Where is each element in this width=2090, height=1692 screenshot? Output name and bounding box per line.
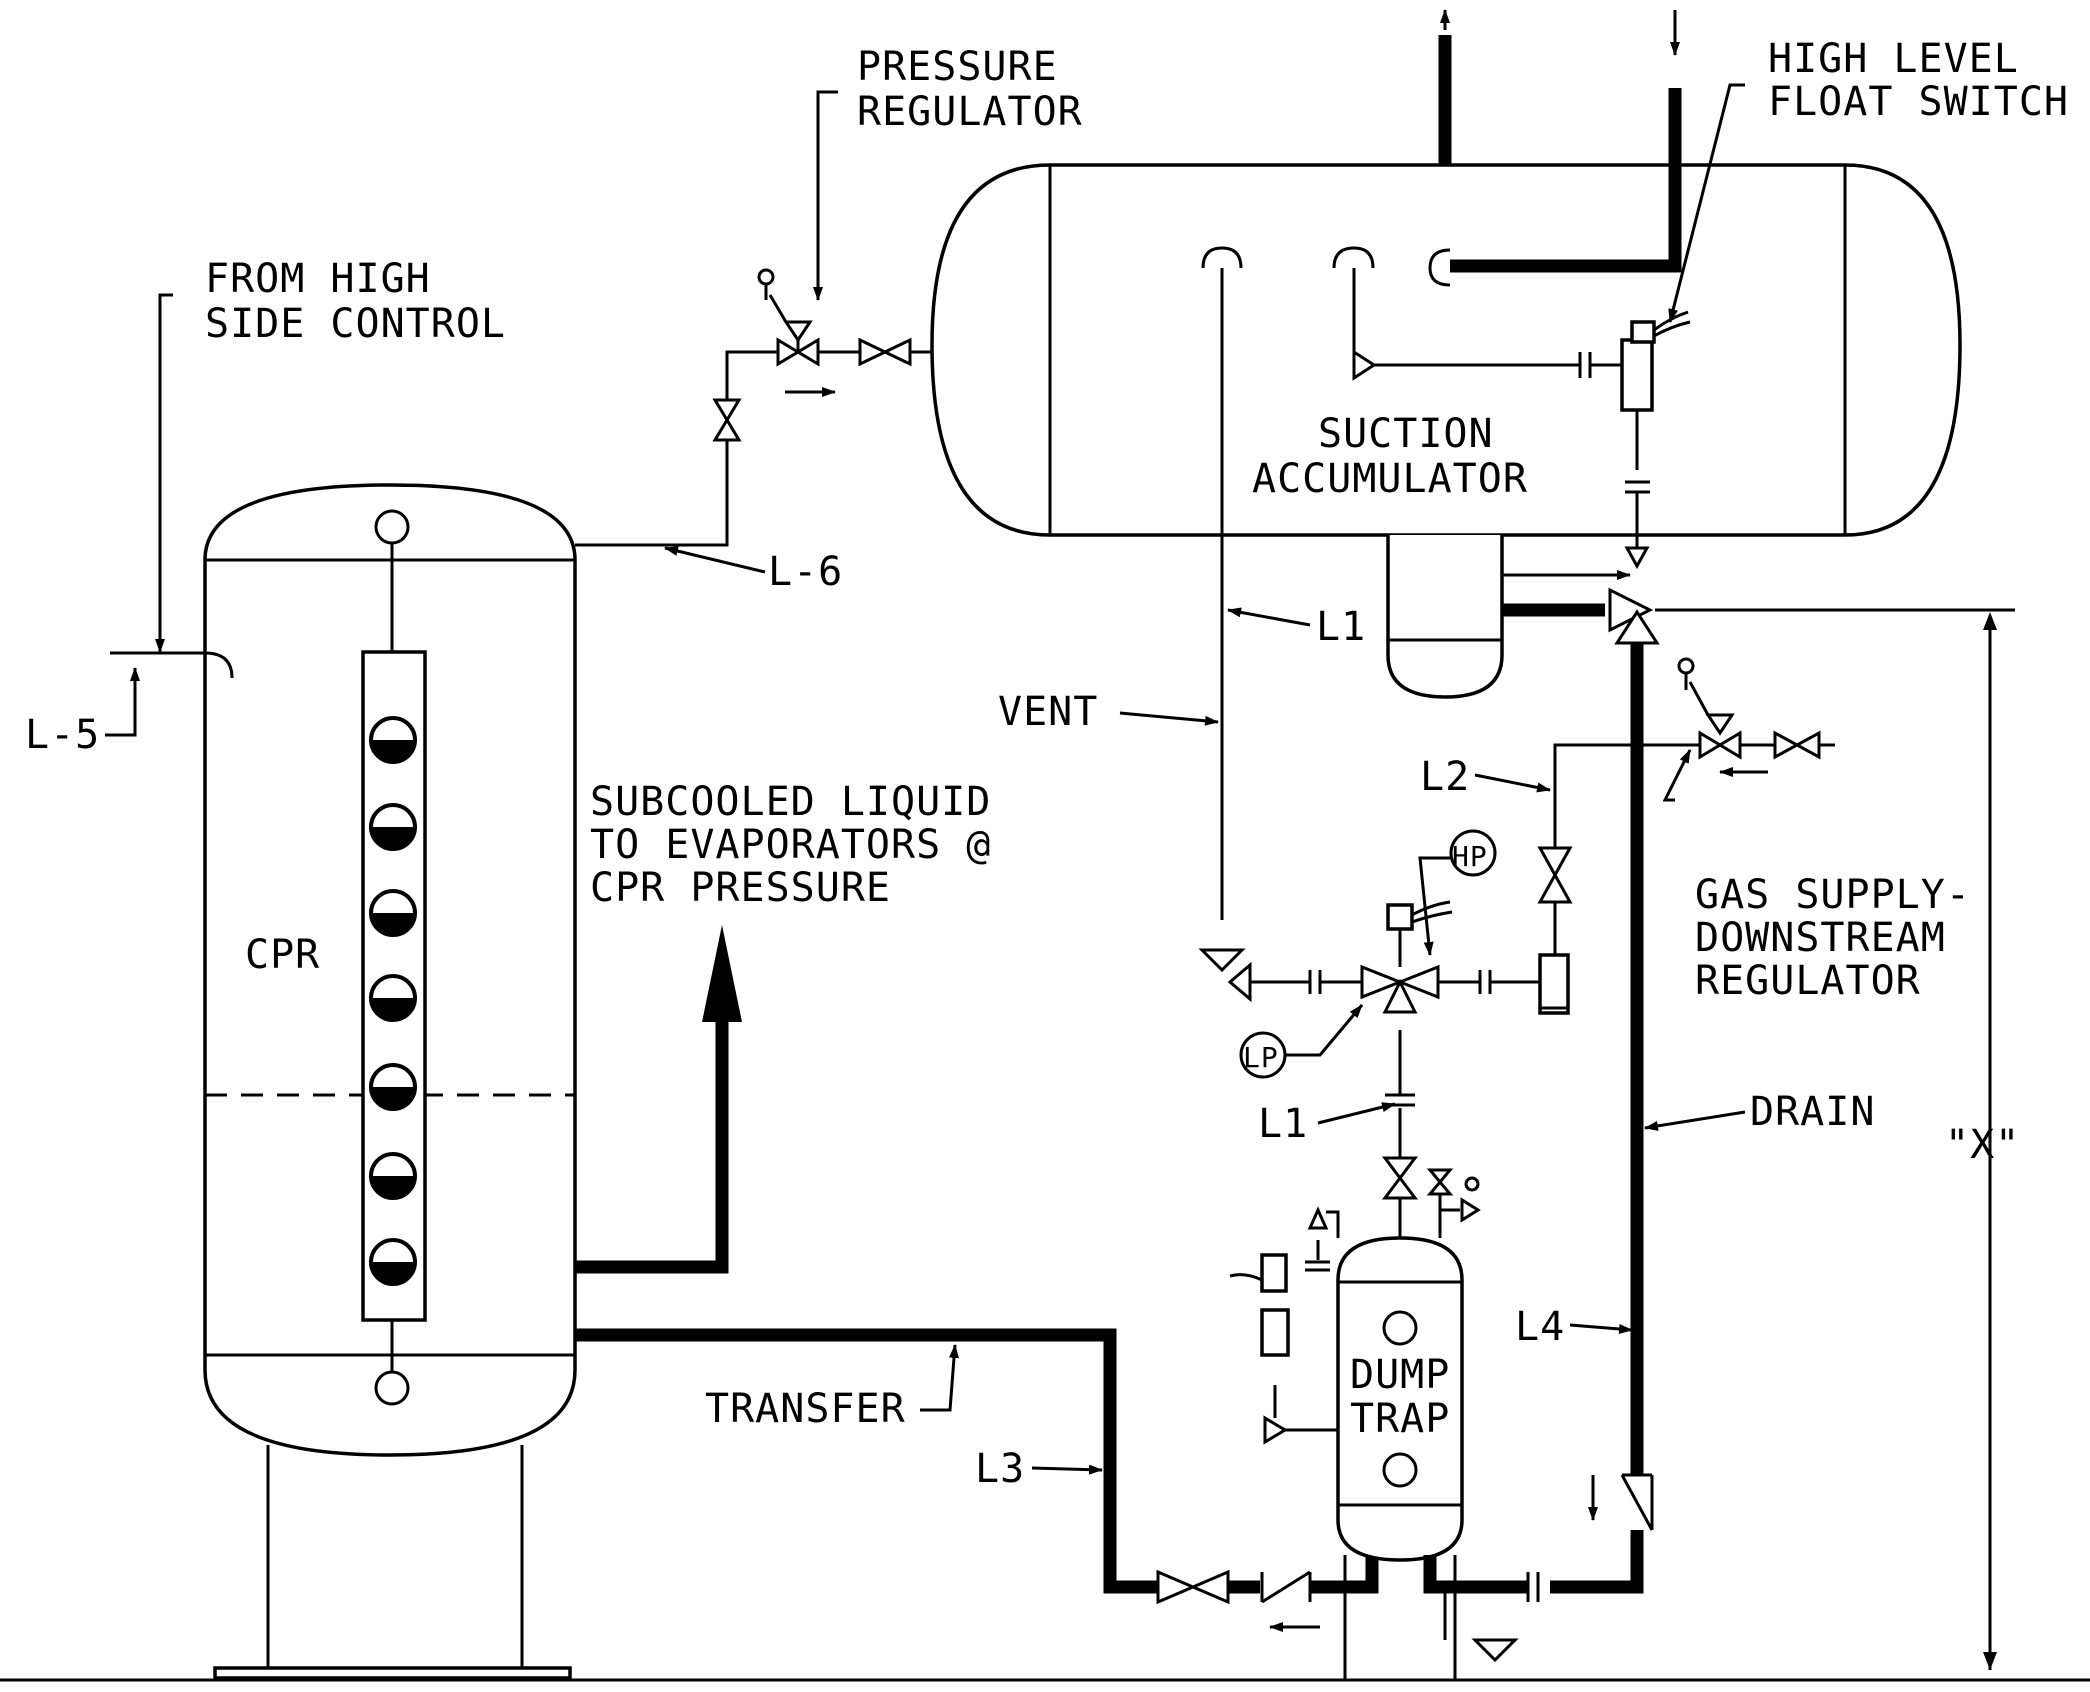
line-l5: [105, 293, 234, 737]
three-way-solenoid-valve: [1198, 900, 1570, 1015]
low-pressure-switch: [1239, 1004, 1364, 1079]
dimension-x-label: "X": [1945, 1122, 2020, 1168]
drain-label: DRAIN: [1750, 1089, 1875, 1135]
gas-supply-label-3: REGULATOR: [1695, 958, 1921, 1004]
high-pressure-switch: [1418, 829, 1497, 956]
line-l3-label: L3: [975, 1446, 1025, 1492]
high-side-label-2: SIDE CONTROL: [205, 301, 506, 347]
line-l6-label: L-6: [768, 549, 843, 595]
sight-glass-bulb-fill: [371, 1087, 415, 1109]
hp-label: HP: [1452, 840, 1488, 873]
gas-supply-label-1: GAS SUPPLY-: [1695, 872, 1971, 918]
gas-supply-regulator: [1677, 657, 1835, 777]
dump-trap-vessel: [1336, 1236, 1464, 1680]
pressure-regulator-assembly: [575, 268, 932, 547]
lp-label: LP: [1243, 1041, 1279, 1074]
sight-glass-bulb-fill: [371, 913, 415, 935]
suction-accumulator-vessel: [930, 163, 1962, 699]
sight-glass-bulb-fill: [371, 998, 415, 1020]
gas-supply-label-2: DOWNSTREAM: [1695, 915, 1946, 961]
sight-glass-bulb-fill: [371, 827, 415, 849]
dimension-x: [1655, 608, 2015, 1670]
sight-glass-bulb-fill: [371, 1176, 415, 1198]
subcooled-label-1: SUBCOOLED LIQUID: [590, 779, 991, 825]
transfer-label: TRANSFER: [705, 1386, 906, 1432]
line-l4-label: L4: [1515, 1304, 1565, 1350]
pressure-regulator-label-2: REGULATOR: [857, 89, 1083, 135]
pressure-regulator-label-1: PRESSURE: [857, 44, 1058, 90]
accumulator-label-2: ACCUMULATOR: [1252, 456, 1528, 502]
dump-trap-label-1: DUMP: [1350, 1352, 1450, 1398]
sight-glass-bulb-fill: [371, 1262, 415, 1284]
label-leaders: [664, 83, 1746, 1475]
vent-label: VENT: [998, 689, 1098, 735]
subcooled-label-2: TO EVAPORATORS @: [590, 822, 991, 868]
line-l2-label: L2: [1420, 754, 1470, 800]
float-switch-label-2: FLOAT SWITCH: [1768, 79, 2069, 125]
high-level-float-switch: [1352, 310, 1691, 570]
level-sight-glass: [361, 509, 427, 1406]
line-l1-lower-label: L1: [1258, 1101, 1308, 1147]
line-l5-label: L-5: [25, 712, 100, 758]
accumulator-label-1: SUCTION: [1318, 411, 1494, 457]
high-side-label-1: FROM HIGH: [205, 256, 431, 302]
dump-trap-label-2: TRAP: [1350, 1396, 1450, 1442]
line-l1-upper-label: L1: [1316, 604, 1366, 650]
cpr-label: CPR: [245, 932, 320, 978]
float-switch-label-1: HIGH LEVEL: [1768, 36, 2019, 82]
subcooled-label-3: CPR PRESSURE: [590, 865, 891, 911]
sight-glass-bulb-fill: [371, 740, 415, 762]
